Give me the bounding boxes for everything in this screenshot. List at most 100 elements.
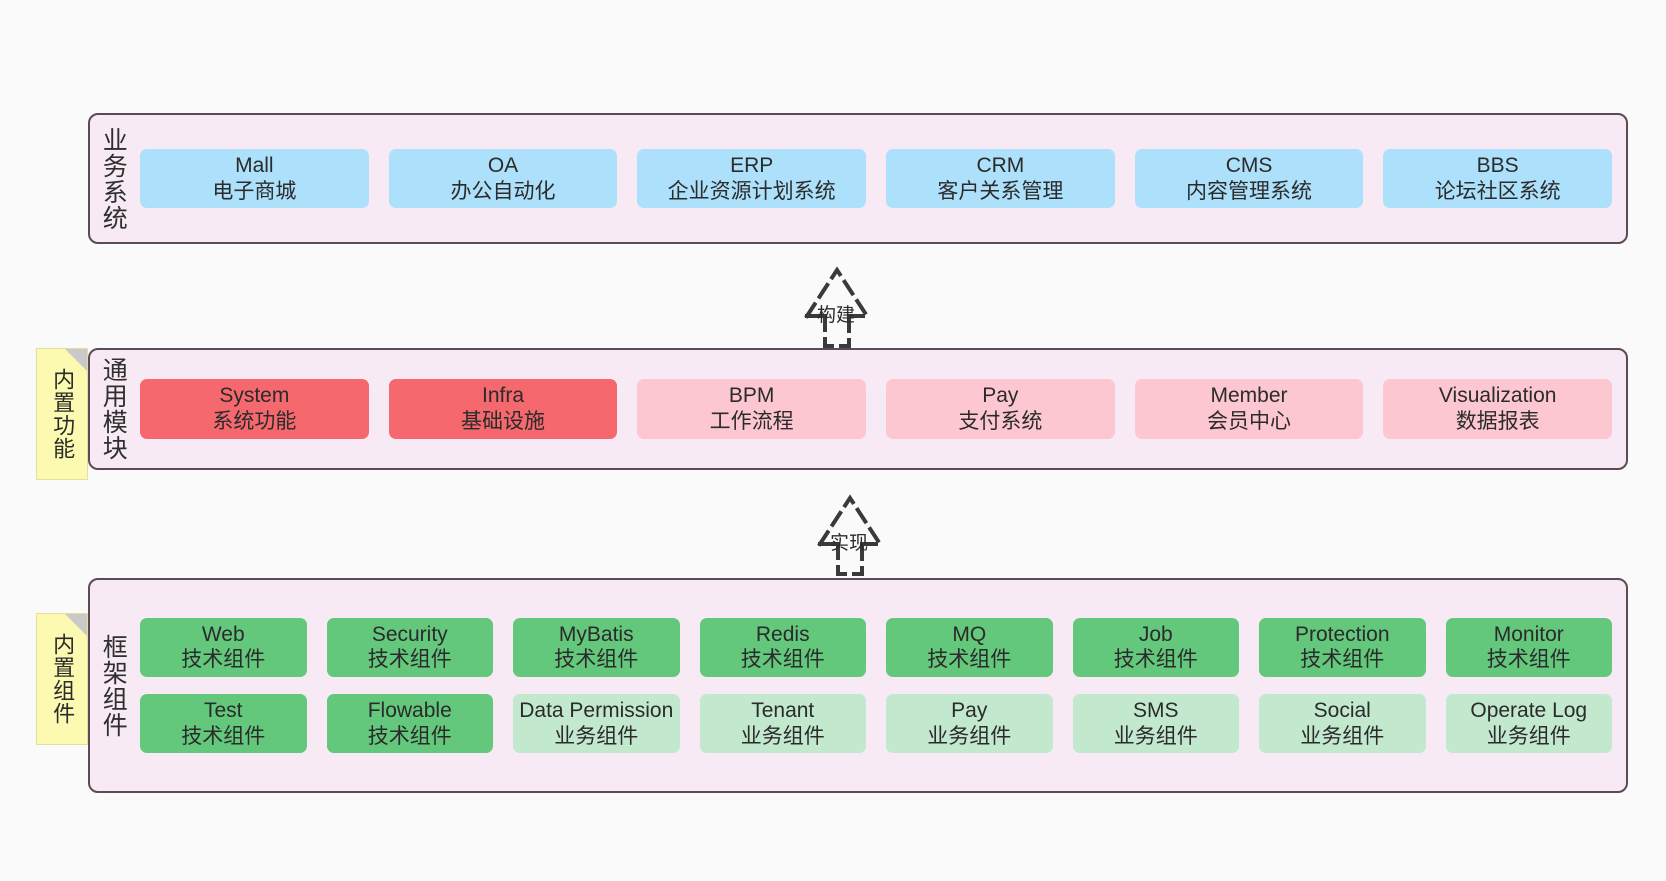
node-protection-title: Protection bbox=[1294, 622, 1390, 646]
node-bpm-title: BPM bbox=[728, 384, 775, 408]
node-crm-subtitle: 客户关系管理 bbox=[937, 179, 1064, 203]
node-data-permission-title: Data Permission bbox=[519, 699, 674, 722]
node-visualization-title: Visualization bbox=[1438, 384, 1557, 408]
layer-framework-components: 框架组件 Web 技术组件 Security 技术组件 MyBatis 技术组件… bbox=[88, 578, 1628, 793]
layer-framework-components-body: Web 技术组件 Security 技术组件 MyBatis 技术组件 Redi… bbox=[136, 580, 1626, 791]
node-pay-component[interactable]: Pay 业务组件 bbox=[886, 694, 1053, 754]
node-member[interactable]: Member 会员中心 bbox=[1134, 379, 1364, 439]
node-tenant[interactable]: Tenant 业务组件 bbox=[699, 694, 866, 754]
node-monitor-title: Monitor bbox=[1493, 622, 1564, 646]
node-member-subtitle: 会员中心 bbox=[1207, 410, 1292, 433]
node-system[interactable]: System 系统功能 bbox=[140, 379, 369, 439]
framework-tech-row: Web 技术组件 Security 技术组件 MyBatis 技术组件 Redi… bbox=[140, 617, 1612, 677]
node-erp[interactable]: ERP 企业资源计划系统 bbox=[637, 148, 867, 209]
note-fold-icon bbox=[65, 614, 87, 636]
node-pay-module-title: Pay bbox=[982, 384, 1019, 408]
layer-business-systems: 业务系统 Mall 电子商城 OA 办公自动化 ERP 企业资源计划系统 CRM… bbox=[88, 113, 1628, 244]
node-test-title: Test bbox=[203, 699, 243, 722]
common-modules-row: System 系统功能 Infra 基础设施 BPM 工作流程 Pay 支付系统… bbox=[140, 379, 1613, 439]
connector-implement-label: 实现 bbox=[830, 533, 869, 554]
node-security-subtitle: 技术组件 bbox=[367, 648, 452, 672]
node-social[interactable]: Social 业务组件 bbox=[1259, 694, 1426, 754]
node-redis-subtitle: 技术组件 bbox=[740, 648, 825, 672]
node-protection[interactable]: Protection 技术组件 bbox=[1259, 617, 1426, 677]
node-tenant-title: Tenant bbox=[751, 699, 815, 722]
node-web-subtitle: 技术组件 bbox=[181, 648, 266, 672]
node-system-title: System bbox=[219, 384, 290, 408]
node-mybatis[interactable]: MyBatis 技术组件 bbox=[513, 617, 680, 677]
node-pay-component-subtitle: 业务组件 bbox=[927, 724, 1012, 748]
node-data-permission-subtitle: 业务组件 bbox=[554, 724, 639, 748]
node-pay-component-title: Pay bbox=[951, 699, 988, 722]
node-mybatis-subtitle: 技术组件 bbox=[554, 648, 639, 672]
connector-implement-arrow-icon bbox=[817, 494, 883, 576]
node-bbs[interactable]: BBS 论坛社区系统 bbox=[1383, 148, 1613, 209]
node-protection-subtitle: 技术组件 bbox=[1300, 648, 1385, 672]
node-oa-title: OA bbox=[487, 153, 519, 177]
node-job[interactable]: Job 技术组件 bbox=[1072, 617, 1239, 677]
node-flowable-subtitle: 技术组件 bbox=[367, 724, 452, 748]
node-redis-title: Redis bbox=[755, 622, 810, 646]
node-operate-log-title: Operate Log bbox=[1470, 699, 1588, 722]
node-data-permission[interactable]: Data Permission 业务组件 bbox=[513, 694, 680, 754]
node-monitor[interactable]: Monitor 技术组件 bbox=[1445, 617, 1612, 677]
node-mq-subtitle: 技术组件 bbox=[927, 648, 1012, 672]
node-bpm[interactable]: BPM 工作流程 bbox=[637, 379, 867, 439]
node-mq-title: MQ bbox=[952, 622, 987, 646]
node-crm[interactable]: CRM 客户关系管理 bbox=[886, 148, 1115, 209]
node-social-title: Social bbox=[1313, 699, 1371, 722]
node-visualization[interactable]: Visualization 数据报表 bbox=[1383, 379, 1613, 439]
node-operate-log-subtitle: 业务组件 bbox=[1486, 724, 1571, 748]
node-operate-log[interactable]: Operate Log 业务组件 bbox=[1445, 694, 1612, 754]
node-web-title: Web bbox=[201, 622, 245, 646]
node-infra[interactable]: Infra 基础设施 bbox=[388, 379, 618, 439]
node-mall-subtitle: 电子商城 bbox=[212, 179, 297, 203]
node-mq[interactable]: MQ 技术组件 bbox=[886, 617, 1053, 677]
node-cms-title: CMS bbox=[1225, 153, 1273, 177]
node-monitor-subtitle: 技术组件 bbox=[1486, 648, 1571, 672]
node-infra-subtitle: 基础设施 bbox=[461, 410, 545, 433]
layer-common-modules-label: 通用模块 bbox=[99, 357, 128, 461]
node-erp-subtitle: 企业资源计划系统 bbox=[667, 179, 836, 203]
note-fold-icon bbox=[65, 349, 87, 371]
note-builtin-features-label: 内置功能 bbox=[50, 368, 76, 460]
node-social-subtitle: 业务组件 bbox=[1300, 724, 1385, 748]
node-cms[interactable]: CMS 内容管理系统 bbox=[1134, 148, 1364, 209]
node-mall[interactable]: Mall 电子商城 bbox=[140, 148, 369, 209]
node-security-title: Security bbox=[371, 622, 448, 646]
node-member-title: Member bbox=[1210, 384, 1288, 408]
node-tenant-subtitle: 业务组件 bbox=[740, 724, 825, 748]
node-flowable[interactable]: Flowable 技术组件 bbox=[326, 694, 493, 754]
layer-business-systems-body: Mall 电子商城 OA 办公自动化 ERP 企业资源计划系统 CRM 客户关系… bbox=[136, 115, 1626, 242]
connector-build: 构建 bbox=[755, 258, 905, 348]
node-oa[interactable]: OA 办公自动化 bbox=[388, 148, 618, 209]
node-flowable-title: Flowable bbox=[367, 699, 452, 722]
node-bpm-subtitle: 工作流程 bbox=[709, 410, 794, 433]
node-sms[interactable]: SMS 业务组件 bbox=[1072, 694, 1239, 754]
node-sms-subtitle: 业务组件 bbox=[1113, 724, 1198, 748]
node-pay-module-subtitle: 支付系统 bbox=[958, 410, 1043, 433]
node-system-subtitle: 系统功能 bbox=[212, 410, 297, 433]
node-web[interactable]: Web 技术组件 bbox=[140, 617, 307, 677]
node-cms-subtitle: 内容管理系统 bbox=[1186, 179, 1313, 203]
node-bbs-subtitle: 论坛社区系统 bbox=[1434, 179, 1561, 203]
node-mall-title: Mall bbox=[235, 153, 274, 177]
node-job-subtitle: 技术组件 bbox=[1113, 648, 1198, 672]
node-infra-title: Infra bbox=[481, 384, 525, 408]
layer-common-modules-body: System 系统功能 Infra 基础设施 BPM 工作流程 Pay 支付系统… bbox=[136, 350, 1626, 468]
business-systems-row: Mall 电子商城 OA 办公自动化 ERP 企业资源计划系统 CRM 客户关系… bbox=[140, 148, 1613, 209]
layer-business-systems-label: 业务系统 bbox=[99, 126, 128, 231]
node-mybatis-title: MyBatis bbox=[558, 622, 634, 646]
node-sms-title: SMS bbox=[1132, 699, 1179, 722]
connector-build-label: 构建 bbox=[817, 305, 856, 326]
node-security[interactable]: Security 技术组件 bbox=[326, 617, 493, 677]
connector-build-arrow-icon bbox=[804, 266, 870, 348]
node-test[interactable]: Test 技术组件 bbox=[140, 694, 307, 754]
node-visualization-subtitle: 数据报表 bbox=[1455, 410, 1540, 433]
node-crm-title: CRM bbox=[976, 153, 1025, 177]
note-builtin-features: 内置功能 bbox=[36, 348, 88, 480]
node-pay-module[interactable]: Pay 支付系统 bbox=[886, 379, 1115, 439]
layer-framework-components-label: 框架组件 bbox=[99, 633, 128, 738]
node-redis[interactable]: Redis 技术组件 bbox=[699, 617, 866, 677]
